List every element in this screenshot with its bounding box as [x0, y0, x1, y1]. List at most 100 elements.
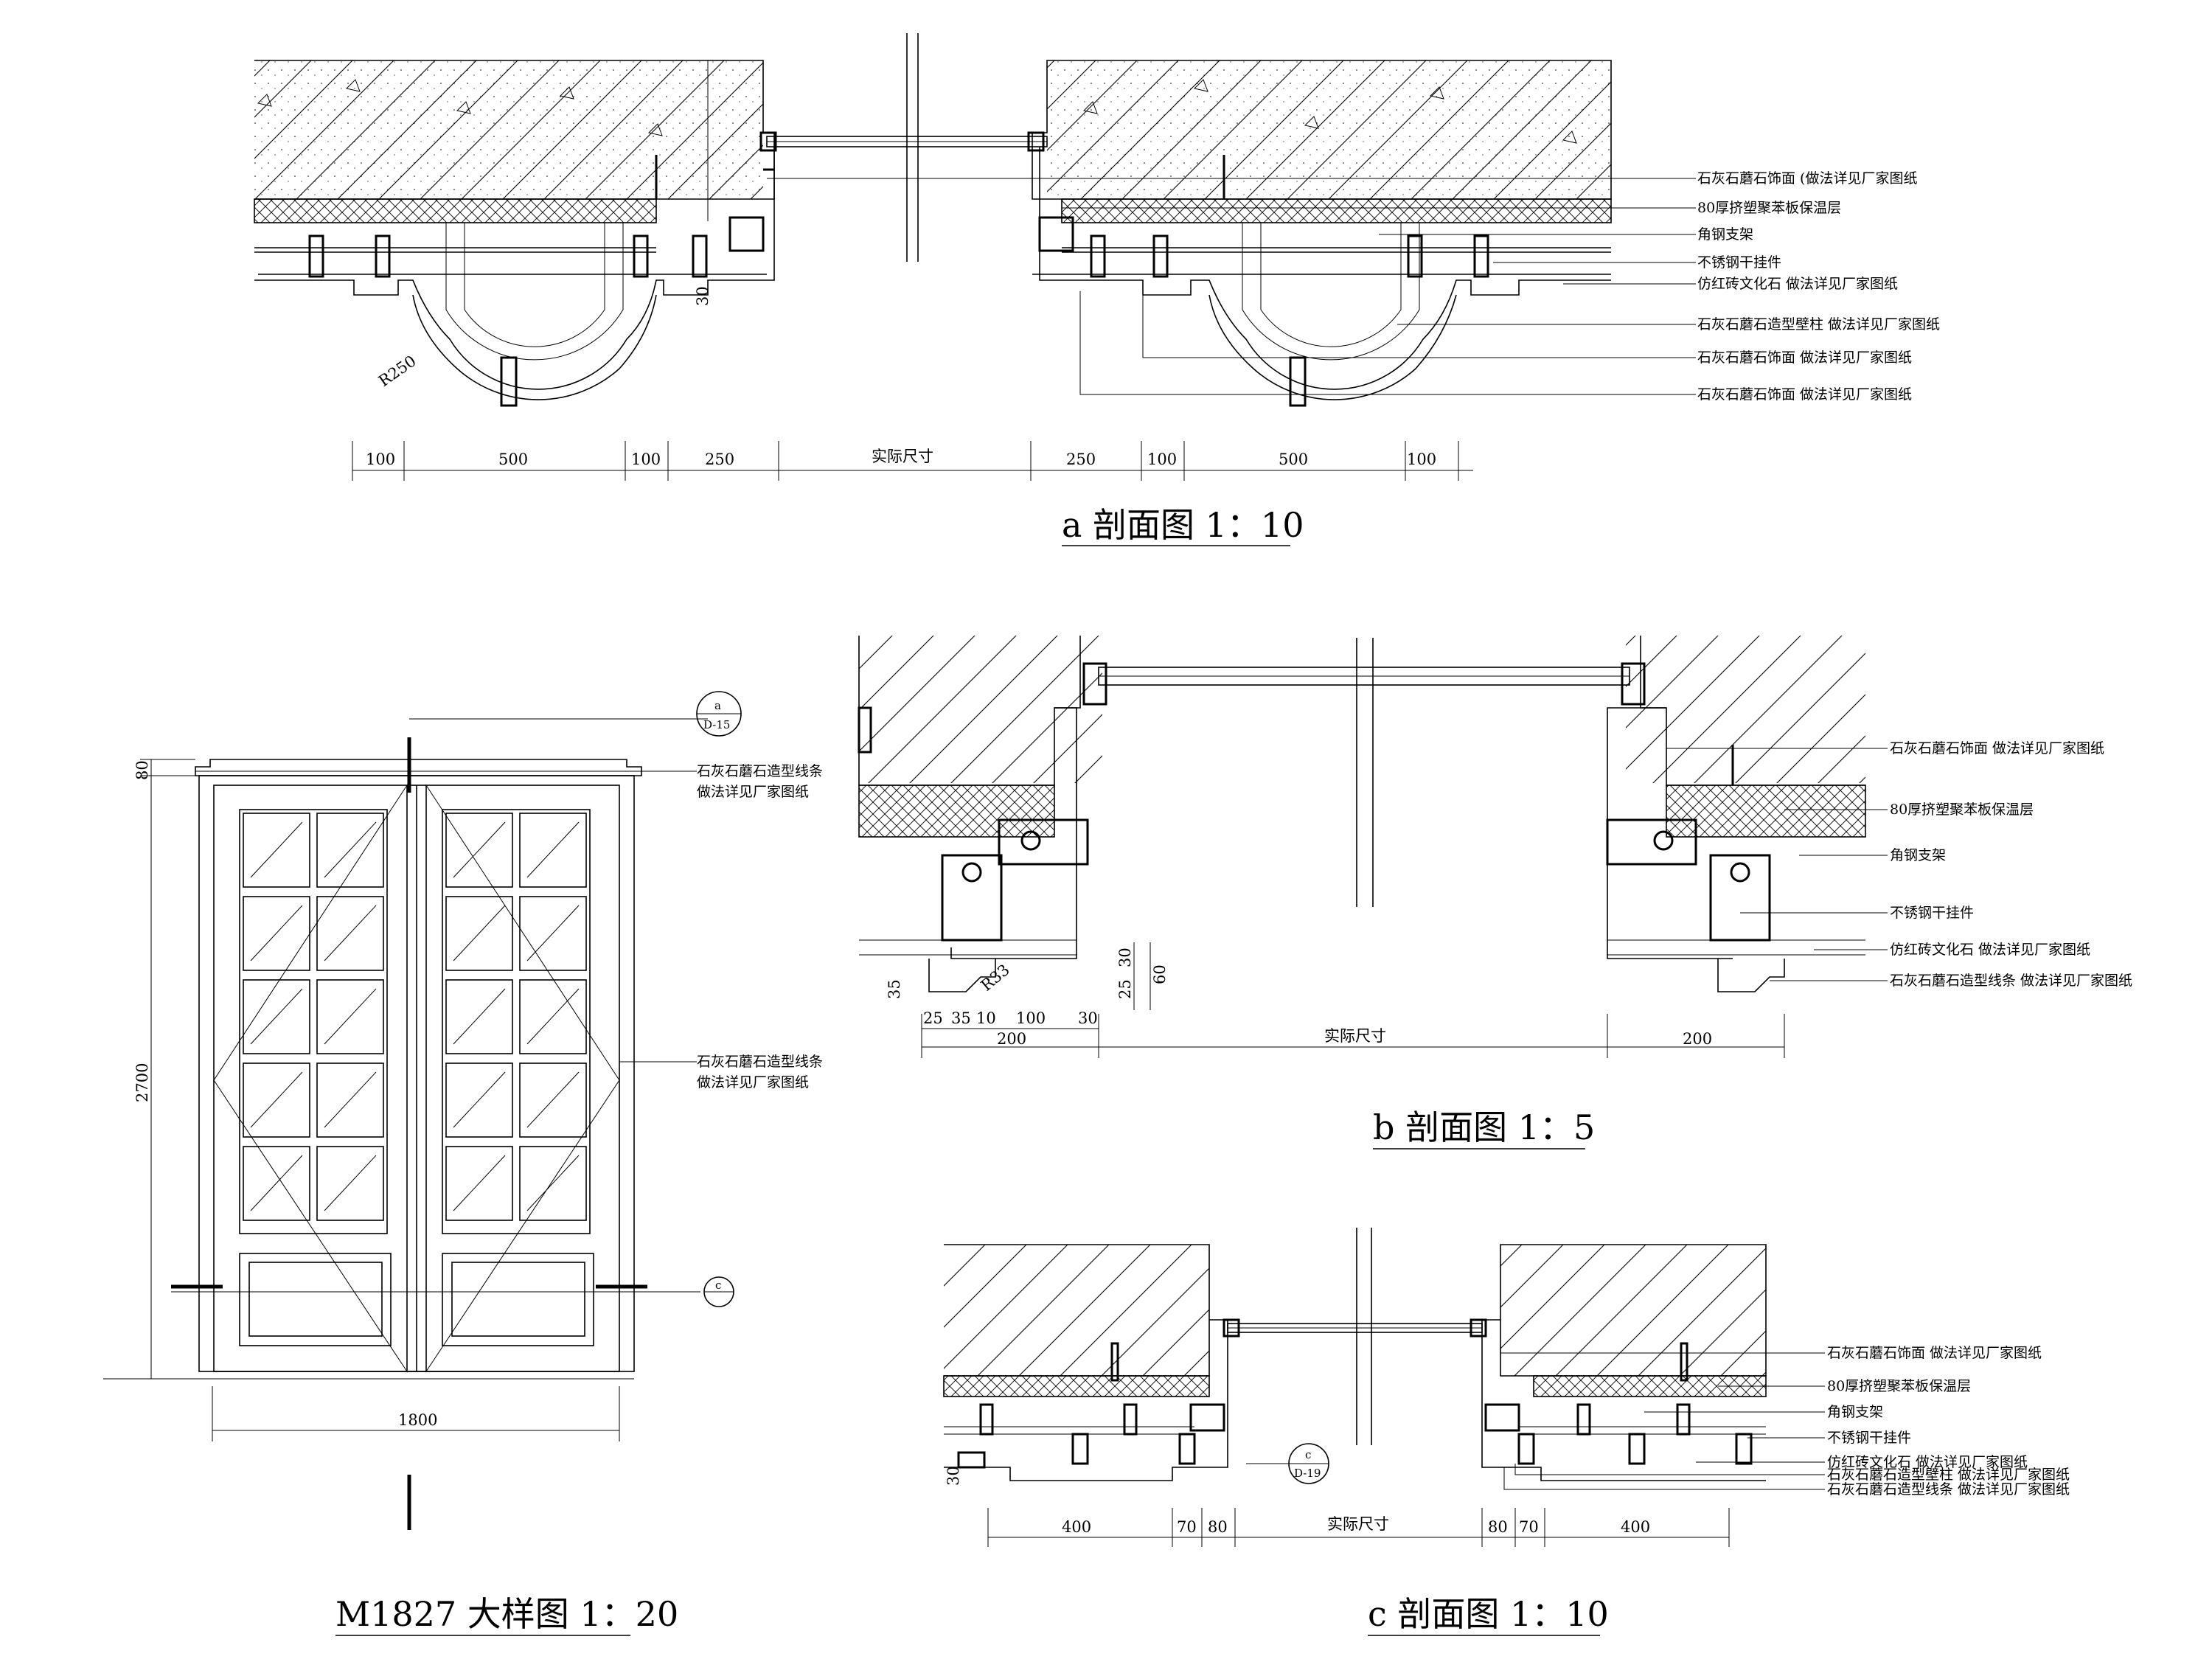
- section-a-note-5: 仿红砖文化石 做法详见厂家图纸: [1697, 276, 1898, 292]
- section-b-note-2: 80厚挤塑聚苯板保温层: [1890, 801, 2034, 818]
- section-a-notes: 石灰石蘑石饰面 (做法详见厂家图纸 80厚挤塑聚苯板保温层 角钢支架 不锈钢干挂…: [1697, 170, 1940, 403]
- section-b-note-5: 仿红砖文化石 做法详见厂家图纸: [1890, 942, 2090, 958]
- section-c-dim-4: 实际尺寸: [1327, 1515, 1389, 1533]
- section-c-wall-right: [1481, 1244, 1767, 1481]
- section-b: R33 35 25 30 60 25 35 10 100 30 200 实际尺寸…: [858, 636, 2132, 1150]
- section-a-column-left: [254, 147, 775, 400]
- door-dimensions: 80 2700 1800: [103, 759, 634, 1441]
- section-b-sdim-3: 10: [976, 1009, 996, 1027]
- section-b-vertical-dims: 25 30 60: [1116, 942, 1169, 1010]
- section-b-sdim-5: 30: [1078, 1009, 1098, 1027]
- section-a-dim-4: 250: [705, 451, 734, 468]
- section-b-note-1: 石灰石蘑石饰面 做法详见厂家图纸: [1890, 740, 2104, 757]
- section-c-dim-5: 80: [1488, 1518, 1508, 1536]
- section-a-dim-2: 500: [498, 451, 528, 468]
- section-b-dimension-chain: 200 实际尺寸 200: [921, 1014, 1785, 1058]
- section-c-dim-1: 400: [1062, 1518, 1091, 1536]
- section-a-note-2: 80厚挤塑聚苯板保温层: [1697, 200, 1841, 216]
- door-ref-c: c: [703, 1276, 734, 1307]
- door-swing-lines: [213, 784, 620, 1373]
- door-note-4: 做法详见厂家图纸: [697, 1074, 809, 1091]
- section-b-vdim-1: 25: [1116, 979, 1134, 999]
- section-a-anchors: [308, 155, 1489, 407]
- section-c-dim-3: 80: [1208, 1518, 1228, 1536]
- door-note-2: 做法详见厂家图纸: [697, 784, 809, 800]
- door-title: M1827 大样图 1：20: [335, 1594, 678, 1634]
- door-ref-a-top: a: [714, 699, 721, 712]
- section-a-note-7: 石灰石蘑石饰面 做法详见厂家图纸: [1697, 349, 1912, 366]
- section-c-wall-left: [943, 1244, 1228, 1481]
- section-a-wall-right: [1032, 60, 1612, 223]
- door-height-dim: 2700: [133, 1063, 151, 1102]
- section-a-dimension-chain: 100 500 100 250 实际尺寸 250 100 500 100: [352, 441, 1473, 481]
- section-a-note-8: 石灰石蘑石饰面 做法详见厂家图纸: [1697, 386, 1912, 403]
- section-b-small-dims: 25 35 10 100 30: [922, 1009, 1099, 1029]
- section-a-dim-1: 100: [366, 451, 395, 468]
- section-b-dim-1: 200: [997, 1030, 1026, 1048]
- section-a-dim-7: 100: [1147, 451, 1177, 468]
- door-leaders: [546, 771, 697, 1062]
- section-c-detail-ref: c D-19: [1246, 1443, 1329, 1484]
- door-ref-a: a D-15: [696, 691, 742, 737]
- section-c-notes: 石灰石蘑石饰面 做法详见厂家图纸 80厚挤塑聚苯板保温层 角钢支架 不锈钢干挂件…: [1827, 1345, 2070, 1498]
- section-b-sdim-2: 35: [951, 1009, 971, 1027]
- door-note-1: 石灰石蘑石造型线条: [697, 763, 823, 779]
- section-b-note-6: 石灰石蘑石造型线条 做法详见厂家图纸: [1890, 973, 2132, 989]
- section-c-ref-bottom: D-19: [1294, 1467, 1321, 1480]
- door-notes: 石灰石蘑石造型线条 做法详见厂家图纸 石灰石蘑石造型线条 做法详见厂家图纸: [697, 763, 823, 1091]
- section-a-note-6: 石灰石蘑石造型壁柱 做法详见厂家图纸: [1697, 316, 1940, 333]
- section-a-dim-5: 实际尺寸: [872, 448, 933, 465]
- section-b-vdim-2: 30: [1116, 947, 1134, 967]
- section-a-dim-6: 250: [1066, 451, 1096, 468]
- door-elevation: a D-15 c 石灰石蘑石造型线条 做法详见厂家图纸 石灰石蘑石造型线条 做法…: [103, 691, 823, 1636]
- section-c-note-3: 角钢支架: [1827, 1404, 1883, 1420]
- section-b-title: b 剖面图 1：5: [1373, 1107, 1595, 1147]
- section-b-sdim-1: 25: [923, 1009, 943, 1027]
- door-section-markers: [171, 718, 708, 1530]
- door-ref-c-label: c: [715, 1279, 721, 1292]
- section-a-note-1: 石灰石蘑石饰面 (做法详见厂家图纸: [1697, 170, 1917, 187]
- door-width-dim: 1800: [398, 1411, 437, 1429]
- section-a-title: a 剖面图 1：10: [1062, 505, 1304, 545]
- section-c-ref-top: c: [1305, 1448, 1311, 1461]
- door-leaf-right-glazing: [442, 809, 594, 1346]
- door-note-3: 石灰石蘑石造型线条: [697, 1054, 823, 1070]
- section-a-dim-9: 100: [1407, 451, 1436, 468]
- section-c-dim-7: 400: [1621, 1518, 1650, 1536]
- section-b-vdim-3: 60: [1151, 964, 1169, 984]
- section-c-note-1: 石灰石蘑石饰面 做法详见厂家图纸: [1827, 1345, 2042, 1361]
- door-ref-a-bottom: D-15: [703, 718, 730, 731]
- section-c-leaders: [1500, 1352, 1825, 1490]
- section-c: 30 c D-19 石灰石蘑石饰面 做法详见厂家图纸 80厚挤塑聚苯板保温层 角…: [943, 1228, 2070, 1636]
- section-c-note-6: 石灰石蘑石造型壁柱 做法详见厂家图纸: [1827, 1467, 2070, 1483]
- section-c-note-5: 仿红砖文化石 做法详见厂家图纸: [1827, 1454, 2028, 1470]
- section-b-dim-2: 实际尺寸: [1324, 1027, 1386, 1045]
- section-b-left-dim: 35: [886, 979, 903, 999]
- section-a-radius-label: R250: [375, 352, 420, 390]
- section-a-small-dim: 30: [694, 286, 712, 306]
- section-c-window: [1222, 1228, 1487, 1445]
- section-c-note-4: 不锈钢干挂件: [1827, 1430, 1911, 1446]
- section-a-note-4: 不锈钢干挂件: [1697, 254, 1781, 271]
- section-c-note-2: 80厚挤塑聚苯板保温层: [1827, 1378, 1971, 1394]
- section-b-wall-left: [858, 636, 1102, 992]
- section-a-dim-8: 500: [1279, 451, 1308, 468]
- section-a-wall-left: [254, 60, 775, 223]
- section-c-dim-6: 70: [1519, 1518, 1539, 1536]
- section-b-radius-label: R33: [978, 961, 1013, 995]
- section-b-sdim-4: 100: [1016, 1009, 1046, 1027]
- section-a-dim-3: 100: [631, 451, 661, 468]
- section-a-window: [759, 33, 1048, 262]
- door-top-dim: 80: [133, 760, 151, 780]
- section-b-window: [1082, 638, 1646, 907]
- section-c-note-7: 石灰石蘑石造型线条 做法详见厂家图纸: [1827, 1481, 2070, 1498]
- section-a: R250 30 石灰石蘑石饰面 (做法详见厂家图纸 80厚挤塑聚苯板保温层 角钢…: [254, 33, 1940, 546]
- section-b-leaders: [1666, 748, 1888, 981]
- section-a-leaders: [767, 178, 1696, 395]
- section-c-dimension-chain: 400 70 80 实际尺寸 80 70 400: [987, 1508, 1730, 1547]
- section-c-left-dim: 30: [945, 1466, 962, 1486]
- section-c-title: c 剖面图 1：10: [1368, 1594, 1609, 1634]
- section-b-wall-right: [1606, 636, 1866, 992]
- section-b-note-4: 不锈钢干挂件: [1890, 905, 1974, 921]
